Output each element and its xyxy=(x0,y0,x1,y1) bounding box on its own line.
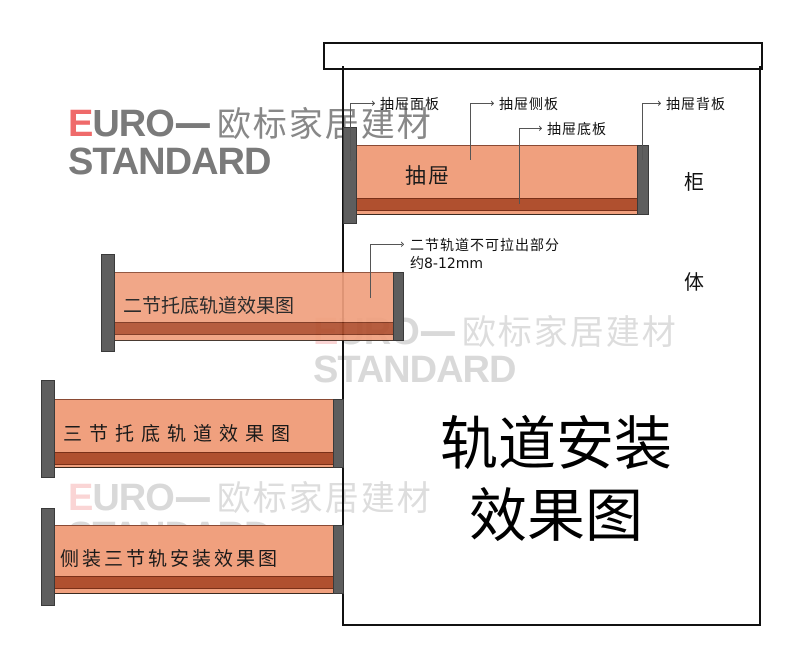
drawer-body: 抽屉 xyxy=(357,145,638,215)
title-line-2: 效果图 xyxy=(468,482,643,550)
drawer-back-panel xyxy=(637,145,649,215)
watermark-logo-top: EURO—欧标家居建材 STANDARD xyxy=(68,101,433,183)
callout-back-panel: 抽屉背板 xyxy=(666,97,726,113)
arrow-icon: › xyxy=(657,96,662,110)
rail-three-section-strip xyxy=(55,452,334,465)
callout-side-panel: 抽屉侧板 xyxy=(499,97,559,113)
leader-front-panel-h xyxy=(350,103,374,104)
rail-side-mount-front-panel xyxy=(41,508,55,606)
arrow-icon: › xyxy=(371,96,376,110)
cabinet-top-board xyxy=(323,42,763,70)
watermark-e: E xyxy=(68,477,93,519)
watermark-standard: STANDARD xyxy=(68,141,271,183)
leader-front-panel-v xyxy=(350,103,351,161)
arrow-icon: › xyxy=(400,237,405,251)
diagram-title: 轨道安装 效果图 xyxy=(376,408,736,552)
leader-side-panel-v xyxy=(470,103,471,160)
watermark-e: E xyxy=(68,103,93,145)
rail-two-section-front-panel xyxy=(101,254,115,352)
leader-side-panel-h xyxy=(470,103,493,104)
watermark-dash: — xyxy=(173,475,212,519)
leader-back-panel-v xyxy=(642,103,643,160)
rail-two-section-label: 二节托底轨道效果图 xyxy=(123,295,295,317)
rail-two-section-strip xyxy=(115,322,394,335)
note-line-2: 约8-12mm xyxy=(410,256,484,272)
arrow-icon: › xyxy=(490,96,495,110)
drawer-bottom-strip xyxy=(357,198,638,211)
watermark-brand-cn: 欧标家居建材 xyxy=(216,479,433,519)
watermark-uro: URO xyxy=(92,103,174,145)
callout-bottom-panel: 抽屉底板 xyxy=(547,122,607,138)
watermark-dash: — xyxy=(173,101,212,145)
rail-side-mount-body: 侧装三节轨安装效果图 xyxy=(55,525,334,594)
callout-front-panel: 抽屉面板 xyxy=(380,97,440,113)
leader-back-panel-h xyxy=(642,103,660,104)
note-line-1: 二节轨道不可拉出部分 xyxy=(410,238,560,254)
rail-side-mount-label: 侧装三节轨安装效果图 xyxy=(60,548,281,570)
watermark-logo-middle: EURO—欧标家居建材 STANDARD xyxy=(313,309,678,391)
rail-two-section-back-panel xyxy=(393,272,404,341)
cabinet-label-top: 柜 xyxy=(684,170,704,194)
watermark-dash: — xyxy=(418,309,457,353)
leader-note-h xyxy=(370,244,402,245)
watermark-brand-cn: 欧标家居建材 xyxy=(461,313,678,353)
rail-two-section-body: 二节托底轨道效果图 xyxy=(115,272,394,341)
title-line-1: 轨道安装 xyxy=(439,410,672,478)
rail-three-section-label: 三节托底轨道效果图 xyxy=(63,423,298,445)
watermark-brand-cn: 欧标家居建材 xyxy=(216,105,433,145)
drawer-label: 抽屉 xyxy=(405,164,451,188)
cabinet-label-bottom: 体 xyxy=(684,270,704,294)
cabinet-left-wall xyxy=(342,66,344,626)
rail-three-section-body: 三节托底轨道效果图 xyxy=(55,399,334,468)
watermark-standard: STANDARD xyxy=(313,349,516,391)
rail-side-mount-back-panel xyxy=(333,525,344,594)
cabinet-right-wall xyxy=(759,66,761,626)
leader-bottom-panel-h xyxy=(519,128,541,129)
leader-bottom-panel-v xyxy=(519,128,520,204)
arrow-icon: › xyxy=(538,121,543,135)
cabinet-bottom xyxy=(342,624,761,626)
rail-three-section-back-panel xyxy=(333,399,344,468)
rail-three-section-front-panel xyxy=(41,380,55,478)
leader-note-v xyxy=(370,244,371,298)
watermark-uro: URO xyxy=(92,477,174,519)
rail-side-mount-strip xyxy=(55,576,334,589)
